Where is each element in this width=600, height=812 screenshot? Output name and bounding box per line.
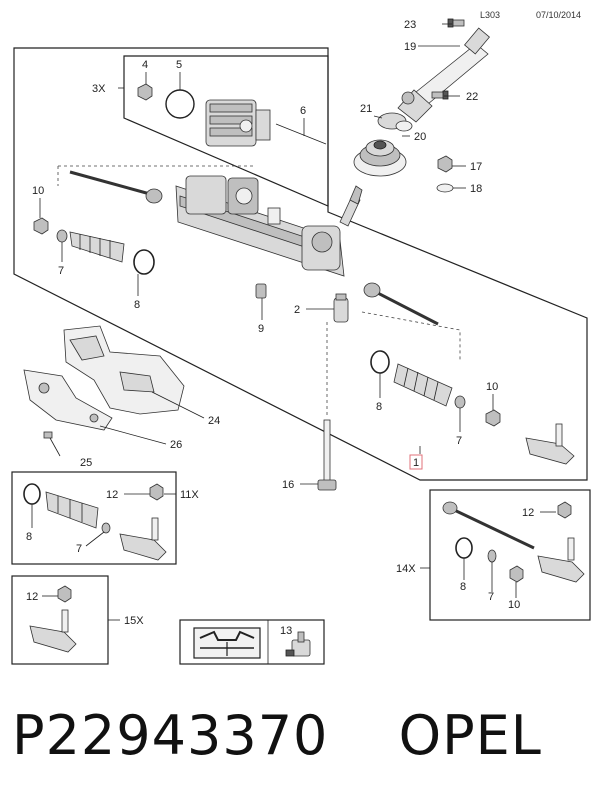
callout-10c: 10 — [508, 599, 520, 611]
callout-13: 13 — [280, 625, 292, 637]
brand-name: OPEL — [398, 704, 542, 767]
callout-23: 23 — [404, 19, 416, 31]
callout-18: 18 — [470, 183, 482, 195]
callout-21: 21 — [360, 103, 372, 115]
ring-8a — [133, 249, 155, 275]
callout-8a: 8 — [134, 299, 140, 311]
callout-8c: 8 — [26, 531, 32, 543]
boot-right — [393, 363, 453, 407]
callout-14x: 14X — [396, 563, 416, 575]
callout-7d: 7 — [488, 591, 494, 603]
callout-17: 17 — [470, 161, 482, 173]
inner-tie-rod-right-joint — [363, 282, 381, 298]
kit-15x-nut — [57, 585, 72, 603]
callout-20: 20 — [414, 131, 426, 143]
bolt-22 — [431, 90, 449, 100]
dust-boot-seal — [353, 139, 407, 177]
nut-4 — [137, 83, 153, 101]
kit-14x-nut — [509, 565, 524, 583]
kit-14x-clamp — [487, 549, 497, 563]
bolt-9 — [255, 283, 267, 299]
callout-7c: 7 — [76, 543, 82, 555]
rack-housing — [175, 175, 345, 277]
callout-12b: 12 — [522, 507, 534, 519]
kit-11x-nut — [149, 483, 164, 501]
callout-19: 19 — [404, 41, 416, 53]
callout-3x: 3X — [92, 83, 106, 95]
bushing-2 — [333, 293, 349, 323]
bracket-26 — [23, 369, 113, 431]
kit-14x-ring — [455, 537, 473, 559]
callout-1-box — [409, 454, 423, 470]
callout-6: 6 — [300, 105, 306, 117]
outer-tie-rod-right — [525, 423, 575, 465]
nut-17 — [437, 155, 453, 173]
kit-11x-tie-rod-end — [119, 517, 167, 561]
callout-8b: 8 — [376, 401, 382, 413]
screw-25 — [43, 431, 53, 439]
kit-14x-nut-12 — [557, 501, 572, 519]
callout-7b: 7 — [456, 435, 462, 447]
kit-11x-ring — [23, 483, 41, 505]
callout-2: 2 — [294, 304, 300, 316]
washer-18 — [436, 183, 454, 193]
motor-subframe — [123, 55, 329, 207]
callout-8d: 8 — [460, 581, 466, 593]
callout-25: 25 — [80, 457, 92, 469]
diagram-date: 07/10/2014 — [536, 10, 581, 20]
inner-tie-rod-left-joint — [145, 188, 163, 204]
kit-14x-joint — [442, 501, 458, 515]
kit-14x-tie-rod-end — [537, 537, 585, 583]
kit-14x-frame — [429, 489, 591, 621]
service-manual-icon — [193, 627, 261, 659]
callout-9: 9 — [258, 323, 264, 335]
callout-1: 1 — [413, 457, 419, 469]
diagram-code: L303 — [480, 10, 500, 20]
motor-bolt — [275, 123, 327, 145]
footer: P22943370 OPEL — [12, 704, 592, 794]
callout-5: 5 — [176, 59, 182, 71]
kit-15x-tie-rod-end — [29, 609, 77, 653]
sensor-13 — [285, 631, 311, 657]
pinion-shaft — [339, 185, 363, 227]
nut-10b — [485, 409, 501, 427]
callout-15x: 15X — [124, 615, 144, 627]
callout-12c: 12 — [26, 591, 38, 603]
callout-22: 22 — [466, 91, 478, 103]
tie-rod-dash-right — [361, 311, 461, 362]
inner-tie-rod-right — [371, 288, 439, 326]
ring-8b — [370, 350, 390, 374]
service-box-frame — [179, 619, 325, 665]
nut-10a — [33, 217, 49, 235]
part-number: P22943370 — [12, 704, 329, 767]
callout-16: 16 — [282, 479, 294, 491]
column-boot — [377, 112, 413, 132]
leader-lines — [31, 23, 556, 621]
intermediate-shaft — [397, 27, 490, 123]
kit-14x-tie-rod — [449, 506, 535, 550]
callout-24: 24 — [208, 415, 220, 427]
callout-12a: 12 — [106, 489, 118, 501]
callout-26: 26 — [170, 439, 182, 451]
clamp-7a — [56, 229, 68, 243]
callout-11x: 11X — [180, 489, 199, 501]
bolt-16 — [317, 419, 337, 491]
electric-motor — [205, 99, 271, 147]
o-ring-5 — [165, 89, 195, 119]
clamp-7b — [454, 395, 466, 409]
callout-4: 4 — [142, 59, 148, 71]
callout-10b: 10 — [486, 381, 498, 393]
boot-left — [69, 231, 125, 263]
kit-11x-clamp — [101, 522, 111, 534]
callout-7a: 7 — [58, 265, 64, 277]
inner-tie-rod-left — [69, 170, 151, 196]
kit-11x-frame — [11, 471, 177, 565]
heat-shield — [63, 325, 185, 415]
bolt-23 — [447, 18, 465, 28]
callout-10a: 10 — [32, 185, 44, 197]
kit-11x-boot — [45, 491, 99, 529]
